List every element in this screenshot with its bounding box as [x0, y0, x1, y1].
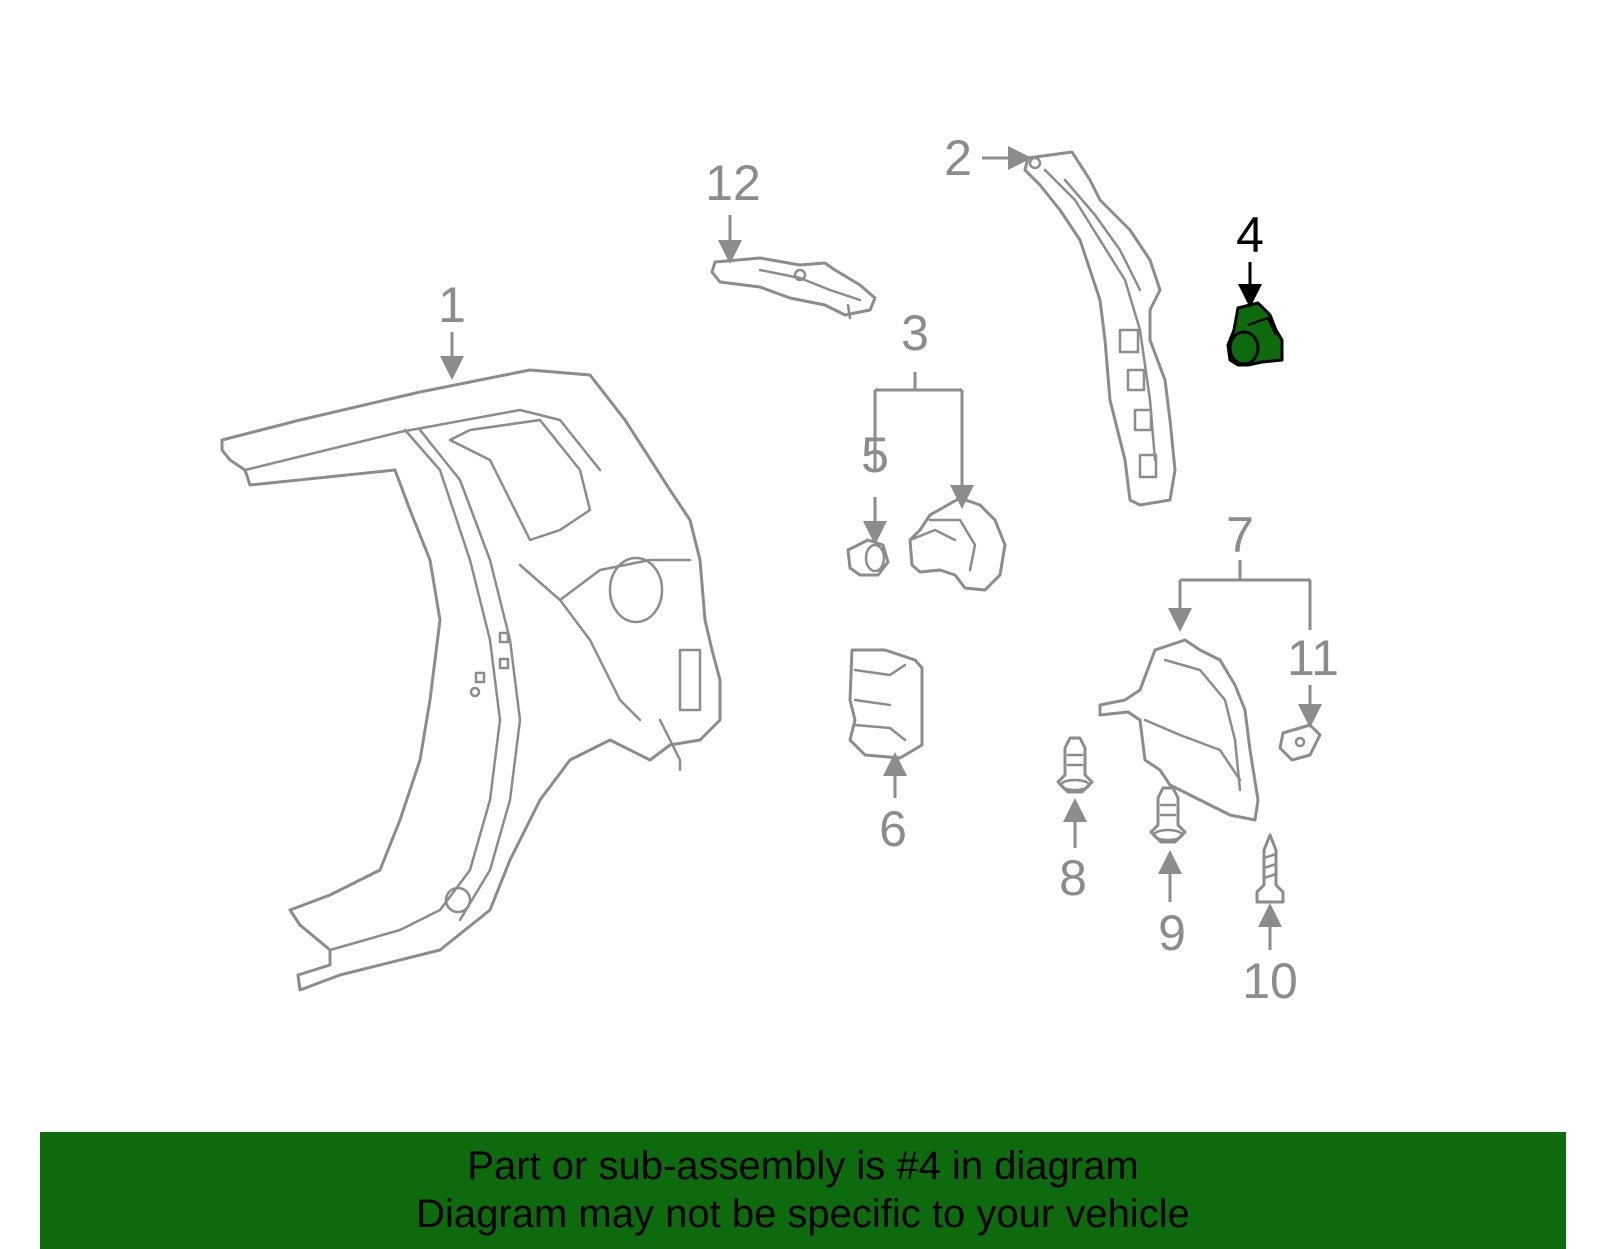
callout-7[interactable]: 7 — [1226, 507, 1254, 563]
quarter-panel-part-1[interactable] — [220, 368, 722, 992]
parts-diagram: 1 2 3 4 5 6 7 8 9 10 11 12 — [220, 130, 1339, 1009]
callout-4[interactable]: 4 — [1236, 207, 1264, 263]
fuel-housing-part-3[interactable] — [908, 496, 1007, 592]
callout-3[interactable]: 3 — [901, 305, 929, 361]
callout-9[interactable]: 9 — [1158, 905, 1186, 961]
splash-shield-part-7[interactable] — [1098, 638, 1260, 822]
bracket-part-12[interactable] — [710, 256, 877, 320]
callout-11[interactable]: 11 — [1287, 630, 1339, 686]
clip-nut-part-11[interactable] — [1278, 723, 1322, 762]
leader-lines — [440, 146, 1322, 950]
highlighted-part-4[interactable] — [1226, 301, 1284, 367]
banner-line-disclaimer: Diagram may not be specific to your vehi… — [416, 1192, 1190, 1236]
callout-5[interactable]: 5 — [861, 427, 889, 483]
push-clip-part-8[interactable] — [1056, 736, 1094, 794]
callout-10[interactable]: 10 — [1242, 953, 1298, 1009]
callout-12[interactable]: 12 — [705, 155, 761, 211]
screw-part-10[interactable] — [1255, 833, 1285, 904]
callout-labels: 1 2 3 4 5 6 7 8 9 10 11 12 — [438, 130, 1339, 1009]
push-clip-part-9[interactable] — [1149, 786, 1187, 844]
callout-2[interactable]: 2 — [944, 130, 972, 186]
callout-1[interactable]: 1 — [438, 277, 466, 333]
callout-8[interactable]: 8 — [1059, 850, 1087, 906]
callout-6[interactable]: 6 — [879, 801, 907, 857]
banner-line-part-number: Part or sub-assembly is #4 in diagram — [467, 1144, 1139, 1188]
pillar-reinforcement-part-2[interactable] — [1023, 150, 1177, 507]
grommet-part-5[interactable] — [846, 538, 890, 577]
info-banner: Part or sub-assembly is #4 in diagram Di… — [40, 1132, 1566, 1249]
bumper-pad-part-6[interactable] — [848, 648, 924, 760]
